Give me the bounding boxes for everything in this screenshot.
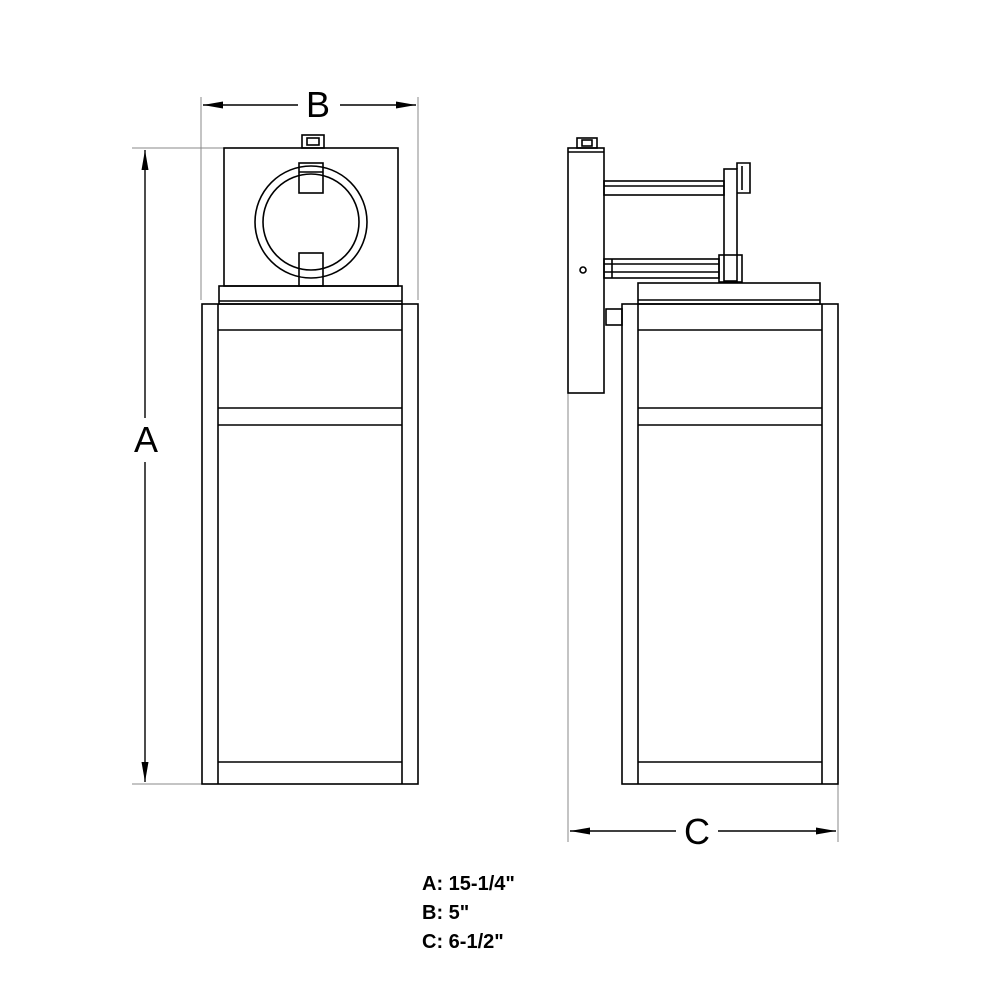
dimension-a: A [134,150,158,782]
dimension-legend: A: 15-1/4" B: 5" C: 6-1/2" [422,870,515,957]
side-support-rod [605,308,623,326]
side-upper-arm [603,180,725,196]
legend-value: 6-1/2" [448,931,504,953]
legend-row-c: C: 6-1/2" [422,931,504,953]
side-view: C [567,137,839,852]
side-top-nut [576,137,598,149]
front-backplate [223,147,399,287]
side-lantern-body [621,303,839,785]
front-lantern-body [201,303,419,785]
dimension-c-label: C [684,811,710,852]
extension-lines-front [132,97,419,785]
extension-lines-side [567,393,839,842]
front-top-nut [301,134,325,149]
dimension-b: B [203,84,416,125]
legend-value: 15-1/4" [448,873,515,895]
dimension-b-label: B [306,84,330,125]
legend-value: 5" [448,902,470,924]
legend-key: C [422,931,437,953]
side-cap [637,282,821,305]
side-hanger-bar [718,162,751,283]
front-ring-hanger [254,162,368,287]
dimension-a-label: A [134,419,158,460]
legend-key: A [422,873,437,895]
side-backplate [567,147,605,394]
legend-row-a: A: 15-1/4" [422,873,515,895]
legend-row-b: B: 5" [422,902,470,924]
dimension-c: C [570,811,836,852]
front-view: B A [132,84,419,785]
side-lower-arm [603,258,720,279]
legend-key: B [422,902,437,924]
front-cap [218,285,403,305]
